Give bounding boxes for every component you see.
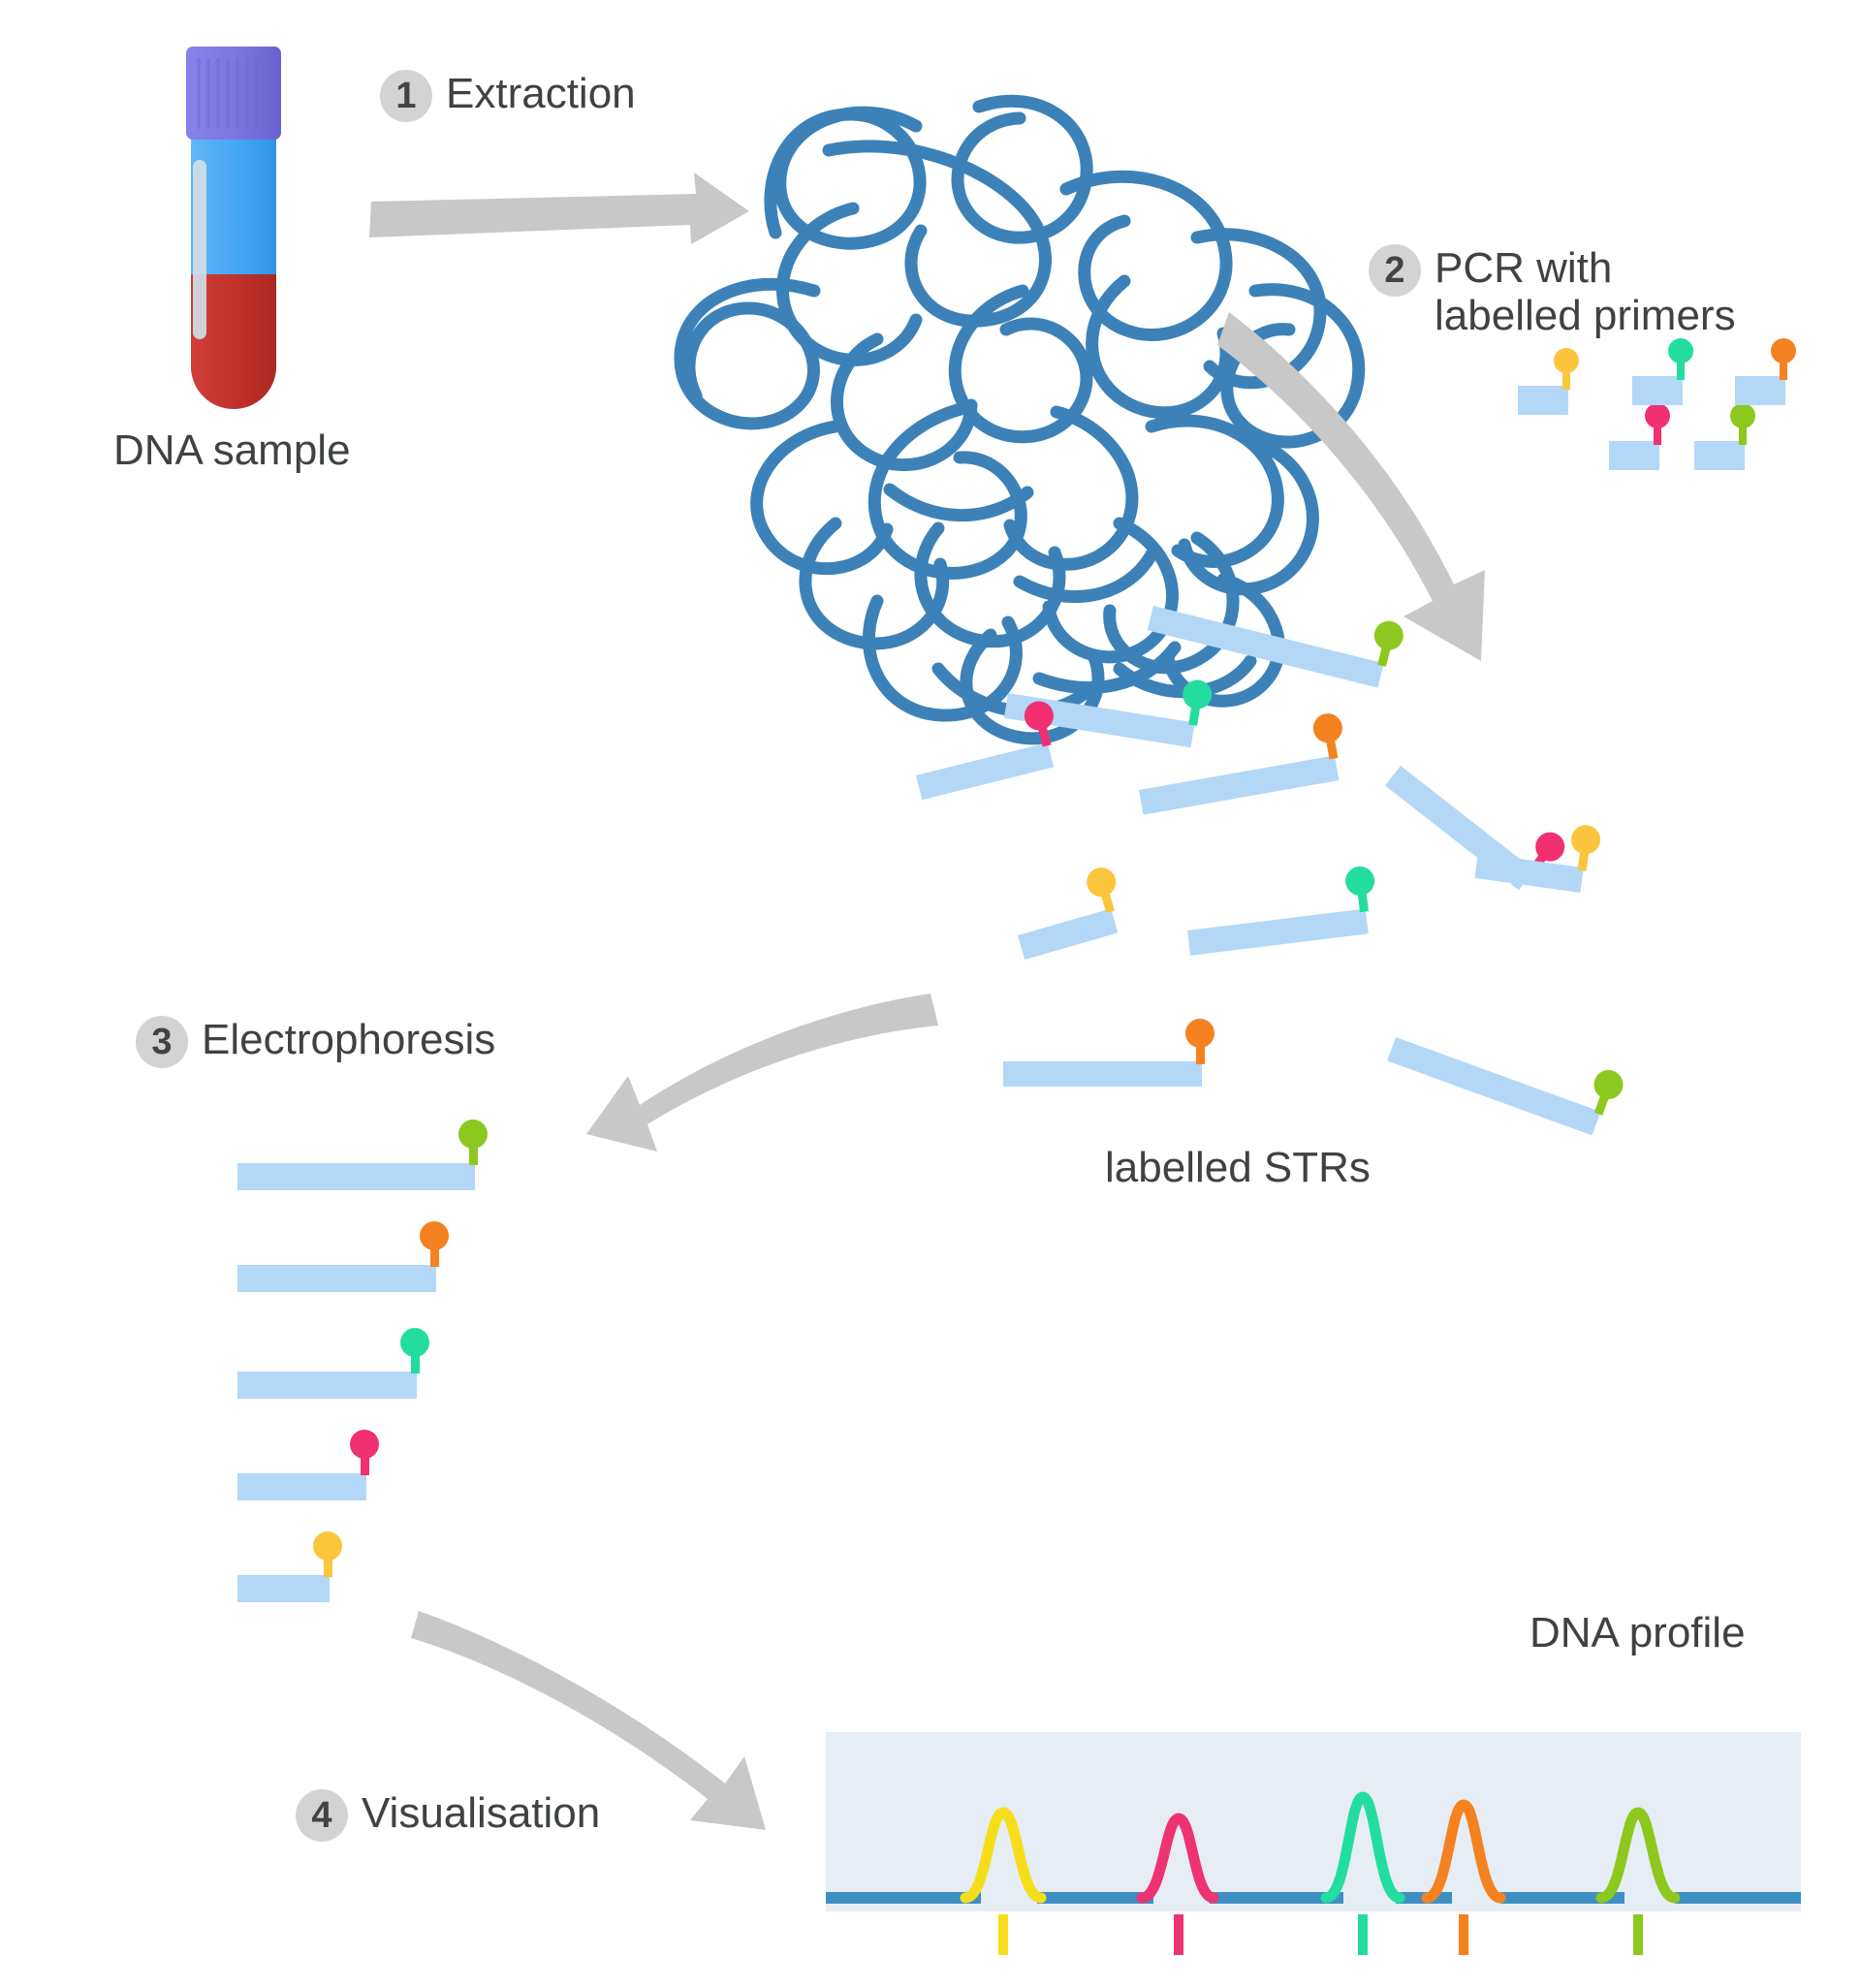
step-1-label: Extraction xyxy=(446,70,636,117)
peak-orange xyxy=(1421,1799,1506,1904)
profile-peaks xyxy=(960,1791,1681,1904)
electrophoresis-band xyxy=(237,1328,429,1399)
step-4-badge: 4 xyxy=(296,1789,348,1842)
primer-item xyxy=(1632,338,1693,405)
str-fragment xyxy=(1003,1019,1214,1087)
str-fragment xyxy=(1017,868,1119,960)
tube-cap-ridges xyxy=(197,58,268,129)
peak-teal xyxy=(1320,1791,1405,1904)
str-fragment xyxy=(916,701,1055,801)
dna-profile-chart xyxy=(826,1732,1801,1955)
step-3-badge: 3 xyxy=(136,1016,188,1068)
tube-highlight xyxy=(193,160,206,339)
step-4-visualisation: 4 Visualisation xyxy=(296,1789,600,1842)
str-fragment xyxy=(1387,1036,1624,1136)
electrophoresis-band xyxy=(237,1531,342,1602)
str-fragment xyxy=(1003,679,1213,748)
str-fragment xyxy=(1474,825,1600,894)
dna-profile-label: DNA profile xyxy=(1530,1609,1746,1657)
step-4-label: Visualisation xyxy=(362,1789,601,1837)
str-fragment xyxy=(1187,866,1375,956)
electrophoresis-ladder xyxy=(237,1120,488,1602)
str-fragment xyxy=(1147,606,1404,688)
step-2-label: PCR with labelled primers xyxy=(1435,244,1736,340)
step-2-badge: 2 xyxy=(1369,244,1421,297)
test-tube-icon xyxy=(186,47,281,409)
step-1-extraction: 1 Extraction xyxy=(380,70,636,122)
labelled-primers-group xyxy=(1518,338,1796,470)
electrophoresis-band xyxy=(237,1221,449,1292)
step-2-pcr: 2 PCR with labelled primers xyxy=(1369,244,1736,340)
dna-sample-label: DNA sample xyxy=(113,426,351,474)
arrow-extraction xyxy=(369,173,749,244)
primer-item xyxy=(1735,338,1796,405)
str-fragment xyxy=(1139,713,1342,815)
peak-yellow xyxy=(960,1807,1047,1904)
arrow-pcr xyxy=(1217,312,1485,661)
step-3-label: Electrophoresis xyxy=(202,1016,496,1063)
electrophoresis-band xyxy=(237,1430,379,1500)
labelled-strs-group xyxy=(916,606,1624,1136)
primer-item xyxy=(1609,403,1670,470)
labelled-strs-label: labelled STRs xyxy=(1105,1144,1371,1191)
peak-pink xyxy=(1136,1813,1219,1904)
peak-green xyxy=(1595,1807,1681,1904)
electrophoresis-band xyxy=(237,1120,488,1190)
arrow-visualisation xyxy=(411,1611,766,1830)
profile-ticks xyxy=(998,1914,1643,1955)
profile-baseline xyxy=(826,1892,1801,1904)
step-1-badge: 1 xyxy=(380,70,432,122)
primer-item xyxy=(1694,403,1755,470)
profile-panel-background xyxy=(826,1732,1801,1911)
dna-tangle-icon xyxy=(674,94,1366,745)
step-3-electrophoresis: 3 Electrophoresis xyxy=(136,1016,495,1068)
arrow-electrophoresis xyxy=(586,994,938,1152)
primer-item xyxy=(1518,348,1579,415)
